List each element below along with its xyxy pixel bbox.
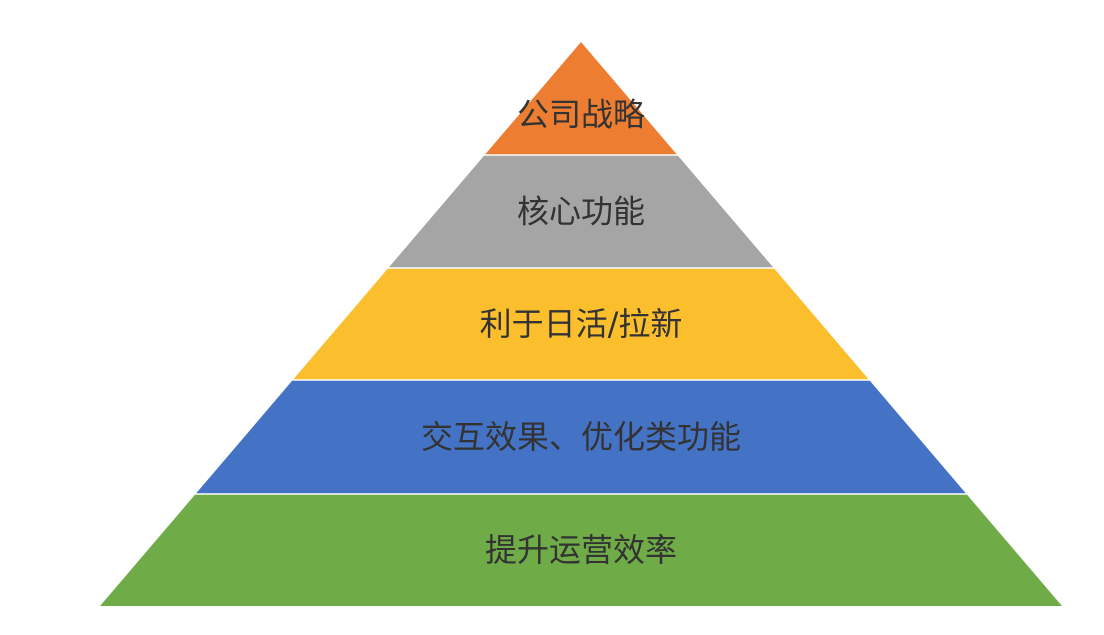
pyramid-layer-label-1: 公司战略 — [517, 96, 645, 134]
pyramid-layer-2 — [388, 155, 774, 268]
pyramid-layer-4 — [196, 380, 966, 494]
pyramid-layer-1 — [485, 42, 677, 155]
pyramid-layers — [100, 42, 1062, 606]
pyramid-layer-3 — [293, 268, 869, 380]
pyramid-layer-label-2: 核心功能 — [517, 193, 645, 231]
pyramid-layer-label-4: 交互效果、优化类功能 — [421, 418, 741, 456]
pyramid-layer-5 — [100, 494, 1062, 606]
pyramid-layer-label-3: 利于日活/拉新 — [480, 305, 683, 343]
pyramid-layer-label-5: 提升运营效率 — [485, 531, 677, 569]
